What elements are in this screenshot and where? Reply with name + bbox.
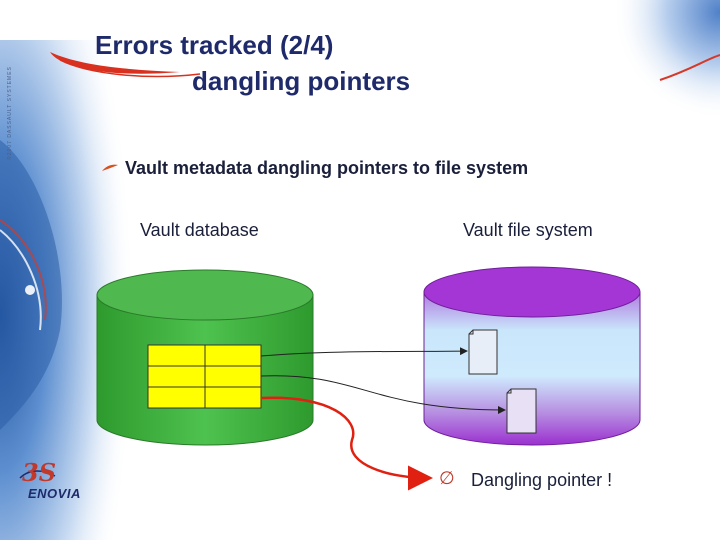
empty-set-icon: ∅ xyxy=(439,468,455,488)
copyright-vertical: ©2007 DASSAULT SYSTEMES xyxy=(7,66,13,160)
vault-database-label: Vault database xyxy=(140,220,259,240)
pointer-arrow xyxy=(260,347,468,357)
metadata-table xyxy=(147,344,262,409)
slide-title: Errors tracked (2/4) xyxy=(95,30,334,60)
file-icon xyxy=(468,329,498,375)
dassault-logo-icon: 3S xyxy=(22,458,57,487)
vault-file-system-label: Vault file system xyxy=(463,220,593,240)
enovia-logo-text: ENOVIA xyxy=(28,486,81,501)
dangling-pointer-arrow xyxy=(261,396,433,491)
slide-subtitle: dangling pointers xyxy=(192,66,411,96)
bullet-text: Vault metadata dangling pointers to file… xyxy=(125,158,529,178)
bullet-swoosh-icon xyxy=(102,164,118,171)
pointer-arrow xyxy=(260,375,506,414)
file-icon xyxy=(506,388,537,434)
dangling-pointer-label: Dangling pointer ! xyxy=(471,470,613,490)
